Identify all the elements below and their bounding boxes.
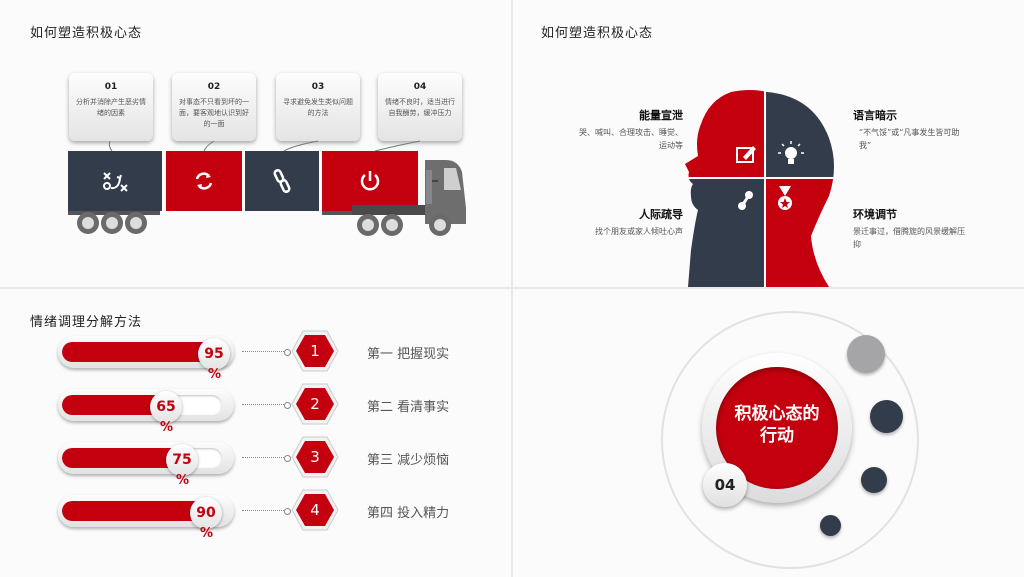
step-label: 第三 减少烦恼 — [367, 453, 450, 468]
dotted-connector — [242, 508, 291, 515]
truck-container-3 — [245, 151, 319, 211]
tip-number: 02 — [207, 82, 221, 92]
tip-title: 环境调节 — [853, 208, 897, 221]
hexagon-badge — [291, 383, 339, 425]
dotted-connector — [242, 349, 291, 356]
hexagon-badge — [291, 436, 339, 478]
step-label: 第一 把握现实 — [367, 347, 450, 362]
tip-text: 哭、喊叫、合理攻击、睡觉、运动等 — [579, 128, 683, 150]
tip-number: 04 — [413, 82, 427, 92]
link-icon — [273, 169, 291, 193]
progress-track — [62, 342, 222, 362]
progress-track — [62, 395, 222, 415]
progress-fill — [62, 342, 214, 362]
refresh-icon — [195, 172, 213, 190]
center-title: 积极心态的 行动 — [716, 403, 838, 447]
center-title-line2: 行动 — [760, 426, 794, 446]
center-title-line1: 积极心态的 — [734, 404, 820, 424]
tip-self-suggestion: 语言暗示 “不气馁”或“凡事发生皆可助我” — [853, 107, 968, 152]
tip-card-3: 03 寻求避免发生类似问题的方法 — [276, 73, 360, 141]
dotted-connector — [242, 455, 291, 462]
tip-environment: 环境调节 景迁事过，借腾旎的风景缓解压抑 — [853, 206, 968, 251]
tip-text: “不气馁”或“凡事发生皆可助我” — [859, 128, 960, 150]
orbit-dot-navy-large — [870, 400, 903, 433]
tip-text: 情绪不良时，适当进行自我酬劳，缓冲压力 — [385, 98, 455, 117]
progress-fill — [62, 501, 206, 521]
progress-row: 75% 3 第三 减少烦恼 — [0, 436, 511, 488]
tip-number: 01 — [104, 82, 118, 92]
panel-action-slide: 积极心态的 行动 04 — [513, 289, 1024, 577]
progress-value: 75 — [166, 444, 198, 476]
tip-card-1: 01 分析并消除产生恶劣情绪的因素 — [69, 73, 153, 141]
tip-title: 人际疏导 — [639, 208, 683, 221]
step-label: 第四 投入精力 — [367, 506, 450, 521]
head-diagram — [685, 90, 834, 287]
progress-bar — [58, 442, 234, 474]
slide-title: 如何塑造积极心态 — [541, 26, 654, 41]
truck-body — [68, 160, 466, 236]
progress-fill — [62, 448, 182, 468]
orbit-ring — [661, 311, 919, 569]
tip-text: 寻求避免发生类似问题的方法 — [283, 98, 353, 117]
step-number: 3 — [310, 448, 320, 466]
power-icon — [360, 171, 380, 191]
lightbulb-icon — [778, 141, 804, 164]
progress-unit: % — [176, 473, 190, 488]
panel-head-slide: 如何塑造积极心态 — [513, 0, 1024, 287]
truck-container-4 — [322, 151, 418, 211]
tip-text: 分析并消除产生恶劣情绪的因素 — [76, 98, 146, 117]
progress-fill — [62, 395, 166, 415]
step-label: 第二 看清事实 — [367, 400, 450, 415]
slide-title: 如何塑造积极心态 — [30, 26, 143, 41]
truck-container-2 — [166, 151, 242, 211]
tip-relationship: 人际疏导 找个朋友或家人倾吐心声 — [568, 206, 683, 238]
progress-value: 95 — [198, 338, 230, 370]
number-badge: 04 — [703, 463, 747, 507]
progress-row: 95% 1 第一 把握现实 — [0, 330, 511, 382]
orbit-dot-gray — [847, 335, 885, 373]
tactics-icon — [103, 172, 128, 192]
truck-container-1 — [68, 151, 162, 211]
orbit-dot-navy-small — [820, 515, 841, 536]
step-number: 2 — [310, 395, 320, 413]
step-number: 4 — [310, 501, 320, 519]
panel-truck-slide: 如何塑造积极心态 01 分析并消除产生恶劣情绪的因素 02 对事态不只看到坏的一… — [0, 0, 511, 287]
panel-progress-slide: 情绪调理分解方法 95% 1 第一 把握现实 65% 2 第二 看清事实 75% 3 第三 减少… — [0, 289, 511, 577]
tip-title: 语言暗示 — [853, 109, 897, 122]
link-icon — [738, 191, 753, 210]
progress-track — [62, 501, 222, 521]
tip-text: 对事态不只看到坏的一面，要客观地认识到好的一面 — [179, 98, 249, 128]
tip-title: 能量宣泄 — [639, 109, 683, 122]
medal-icon — [778, 186, 792, 210]
progress-track — [62, 448, 222, 468]
tip-text: 景迁事过，借腾旎的风景缓解压抑 — [853, 227, 965, 249]
dotted-connector — [242, 402, 291, 409]
slide-title: 情绪调理分解方法 — [30, 315, 143, 330]
edit-icon — [736, 146, 756, 163]
tip-energy-release: 能量宣泄 哭、喊叫、合理攻击、睡觉、运动等 — [573, 107, 683, 152]
connector-lines — [108, 140, 421, 152]
progress-unit: % — [208, 367, 222, 382]
progress-row: 90% 4 第四 投入精力 — [0, 489, 511, 541]
tip-card-2: 02 对事态不只看到坏的一面，要客观地认识到好的一面 — [172, 73, 256, 141]
tip-number: 03 — [311, 82, 325, 92]
hexagon-badge — [291, 330, 339, 372]
step-number: 1 — [310, 342, 320, 360]
tip-card-4: 04 情绪不良时，适当进行自我酬劳，缓冲压力 — [378, 73, 462, 141]
progress-value: 65 — [150, 391, 182, 423]
truck-wheels — [77, 212, 451, 236]
hexagon-badge — [291, 489, 339, 531]
progress-value: 90 — [190, 497, 222, 529]
progress-unit: % — [160, 420, 174, 435]
tip-text: 找个朋友或家人倾吐心声 — [595, 227, 683, 236]
progress-unit: % — [200, 526, 214, 541]
progress-bar — [58, 389, 234, 421]
progress-row: 65% 2 第二 看清事实 — [0, 383, 511, 435]
orbit-dot-navy-medium — [861, 467, 887, 493]
